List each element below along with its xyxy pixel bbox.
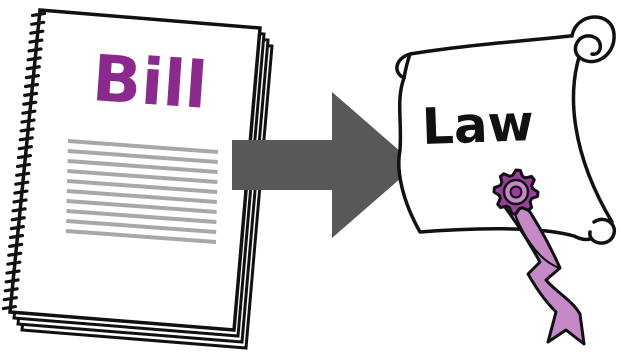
- spiral-loop: [31, 31, 43, 33]
- spiral-loop: [9, 253, 21, 255]
- spiral-loop: [20, 138, 32, 140]
- spiral-loop: [30, 40, 42, 42]
- spiral-loop: [10, 244, 22, 246]
- spiral-loop: [27, 67, 39, 69]
- spiral-loop: [4, 298, 16, 300]
- spiral-loop: [5, 289, 17, 291]
- spiral-loop: [8, 262, 20, 264]
- spiral-loop: [17, 173, 29, 175]
- law-title: Law: [421, 94, 535, 156]
- spiral-loop: [18, 156, 30, 158]
- spiral-loop: [23, 111, 35, 113]
- bill-title: Bill: [90, 42, 209, 124]
- spiral-loop: [13, 209, 25, 211]
- spiral-loop: [26, 85, 38, 87]
- spiral-loop: [29, 49, 41, 51]
- law-scroll: Law: [397, 17, 614, 344]
- spiral-loop: [32, 22, 44, 24]
- spiral-loop: [14, 200, 26, 202]
- spiral-loop: [3, 307, 15, 309]
- wax-seal-icon: [494, 170, 538, 214]
- spiral-loop: [7, 271, 19, 273]
- spiral-loop: [16, 182, 28, 184]
- spiral-loop: [18, 164, 30, 166]
- spiral-loop: [6, 280, 18, 282]
- spiral-loop: [12, 218, 24, 220]
- spiral-loop: [25, 93, 37, 95]
- spiral-loop: [26, 76, 38, 78]
- spiral-loop: [19, 147, 31, 149]
- spiral-loop: [24, 102, 36, 104]
- spiral-loop: [33, 13, 45, 15]
- bill-document: Bill: [3, 10, 272, 348]
- spiral-loop: [21, 129, 33, 131]
- spiral-loop: [28, 58, 40, 60]
- scroll-top-roll: [572, 17, 614, 62]
- spiral-loop: [22, 120, 34, 122]
- spiral-loop: [11, 236, 23, 238]
- spiral-loop: [11, 227, 23, 229]
- spiral-loop: [15, 191, 27, 193]
- scroll-bottom-roll: [590, 219, 615, 243]
